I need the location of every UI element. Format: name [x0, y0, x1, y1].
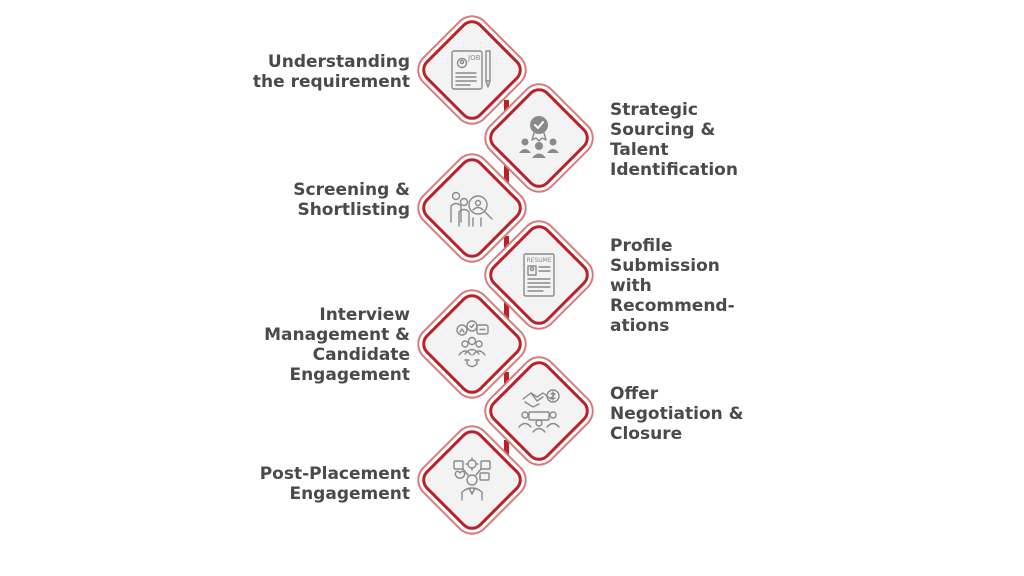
step-1-label: Understanding the requirement	[252, 52, 410, 92]
step-2-label: Strategic Sourcing & Talent Identificati…	[610, 100, 738, 180]
handshake-icon	[503, 375, 575, 447]
candidate-search-icon	[436, 172, 508, 244]
engagement-icon	[436, 308, 508, 380]
support-network-icon	[436, 444, 508, 516]
connector	[504, 302, 509, 342]
step-6-label: Offer Negotiation & Closure	[610, 384, 744, 444]
step-3-label: Screening & Shortlisting	[293, 180, 410, 220]
resume-icon: RESUME	[503, 239, 575, 311]
step-7-label: Post-Placement Engagement	[259, 464, 410, 504]
connector	[504, 165, 509, 205]
connector	[504, 440, 509, 476]
step-5-label: Interview Management & Candidate Engagem…	[264, 305, 410, 385]
svg-text:JOB: JOB	[467, 54, 481, 62]
job-description-icon: JOB	[436, 34, 508, 106]
talent-award-icon	[503, 102, 575, 174]
step-4-label: Profile Submission with Recommend- ation…	[610, 236, 735, 336]
svg-text:RESUME: RESUME	[527, 257, 552, 264]
